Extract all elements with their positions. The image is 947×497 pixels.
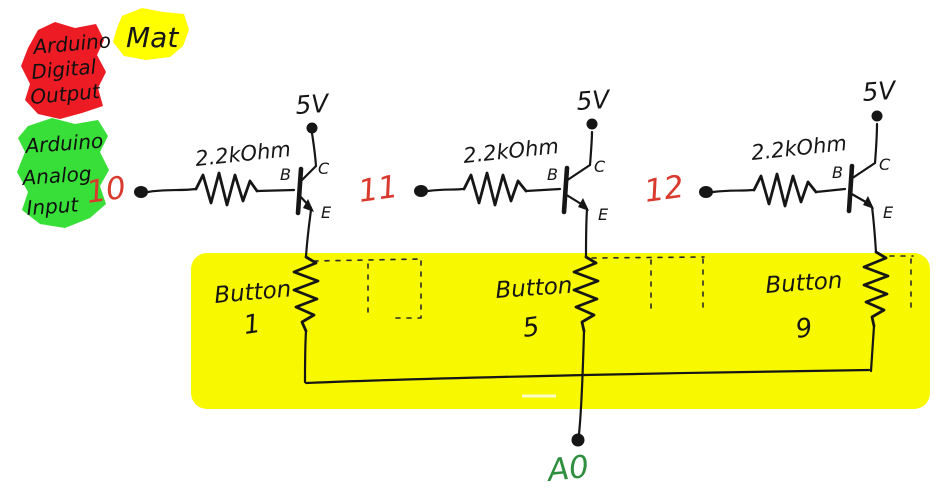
button-5-symbol xyxy=(572,255,600,333)
transistor-3-symbol xyxy=(846,122,879,214)
dashed-placeholder-box-2 xyxy=(591,256,705,314)
transistor-2-emitter-label: E xyxy=(598,205,609,224)
base-2-wire xyxy=(524,187,562,193)
analog-pin-a0-label: A0 xyxy=(544,449,590,489)
red-highlight-blob xyxy=(21,22,106,119)
supply-2-node-dot xyxy=(586,118,598,130)
base-1-wire xyxy=(255,188,296,193)
pin-10-wire xyxy=(146,187,198,194)
transistor-2-symbol xyxy=(561,130,594,215)
transistor-1-base-label: B xyxy=(280,165,291,184)
pin-11-label: 11 xyxy=(356,169,400,210)
pin-12-wire xyxy=(711,188,756,194)
transistor-3-emitter-arrow xyxy=(863,196,874,209)
legend-mat: Mat xyxy=(113,8,189,60)
button-9-number-label: 9 xyxy=(794,313,815,345)
transistor-2-base-bar xyxy=(561,165,570,215)
pin-10-label: 10 xyxy=(84,170,128,211)
button-9-symbol xyxy=(862,250,890,328)
legend-analog-input-line3: Input xyxy=(26,192,80,220)
transistor-3-base-bar xyxy=(846,163,855,214)
transistor-1-symbol xyxy=(295,131,318,216)
transistor-3-collector-label: C xyxy=(879,155,891,174)
pin-10-node-dot xyxy=(134,186,148,198)
legend-digital-output-line2: Digital xyxy=(30,54,97,84)
legend-analog-input-line1: Arduino xyxy=(23,129,104,159)
pin-11-node-dot xyxy=(414,185,428,197)
button-5-number-label: 5 xyxy=(521,312,542,344)
button-5-to-a0-wire xyxy=(577,329,586,436)
button-1-symbol xyxy=(292,255,320,333)
legend-mat-label: Mat xyxy=(126,21,179,54)
resistor-1-symbol xyxy=(194,171,259,207)
transistor-2-collector-label: C xyxy=(594,157,606,176)
pin-11-wire xyxy=(426,187,466,193)
resistor-1-label: 2.2kOhm xyxy=(194,137,292,171)
circuit-3: 12 2.2kOhm B C E 5V Button 9 xyxy=(642,76,898,373)
resistor-3-symbol xyxy=(752,172,818,208)
emitter-1-down-wire xyxy=(304,208,313,259)
emitter-3-down-wire xyxy=(870,205,878,254)
resistor-2-symbol xyxy=(462,171,528,207)
button-1-number-label: 1 xyxy=(242,309,263,341)
transistor-1-emitter-label: E xyxy=(321,203,332,222)
resistor-2-label: 2.2kOhm xyxy=(462,134,560,168)
legend-analog-input: Arduino Analog Input xyxy=(17,118,109,228)
legend-digital-output: Arduino Digital Output xyxy=(21,22,112,119)
pin-12-node-dot xyxy=(699,186,713,198)
legend-analog-input-line2: Analog xyxy=(20,161,93,190)
transistor-2-base-label: B xyxy=(547,165,558,184)
button-1-down-wire xyxy=(303,329,308,384)
transistor-2-collector xyxy=(564,130,594,183)
analog-pin-node-dot xyxy=(571,433,585,447)
pin-12-label: 12 xyxy=(642,169,686,210)
green-highlight-blob xyxy=(17,118,109,228)
transistor-2-emitter-arrow xyxy=(578,198,589,211)
transistor-1-emitter-arrow xyxy=(303,199,314,212)
resistor-3-label: 2.2kOhm xyxy=(750,131,848,165)
transistor-3-collector xyxy=(849,122,879,181)
button-9-word-label: Button xyxy=(765,268,844,299)
mat-region xyxy=(191,253,930,409)
transistor-3-emitter-label: E xyxy=(883,203,894,222)
transistor-1-collector xyxy=(298,131,318,184)
supply-1-label: 5V xyxy=(294,89,331,120)
dashed-placeholder-boxes xyxy=(313,255,914,319)
supply-1-node-dot xyxy=(306,122,318,134)
supply-3-node-dot xyxy=(871,110,883,122)
emitter-2-down-wire xyxy=(584,207,589,259)
supply-3-label: 5V xyxy=(861,76,898,107)
common-sense-wire xyxy=(304,368,871,385)
dashed-placeholder-box-3 xyxy=(889,255,914,313)
base-3-wire xyxy=(814,187,847,194)
yellow-highlight-blob xyxy=(113,8,189,60)
button-5-word-label: Button xyxy=(495,273,574,304)
transistor-1-collector-label: C xyxy=(318,159,330,178)
button-9-down-wire xyxy=(869,324,876,373)
transistor-3-base-label: B xyxy=(832,163,843,182)
supply-2-label: 5V xyxy=(575,85,612,116)
transistor-1-base-bar xyxy=(295,166,304,216)
